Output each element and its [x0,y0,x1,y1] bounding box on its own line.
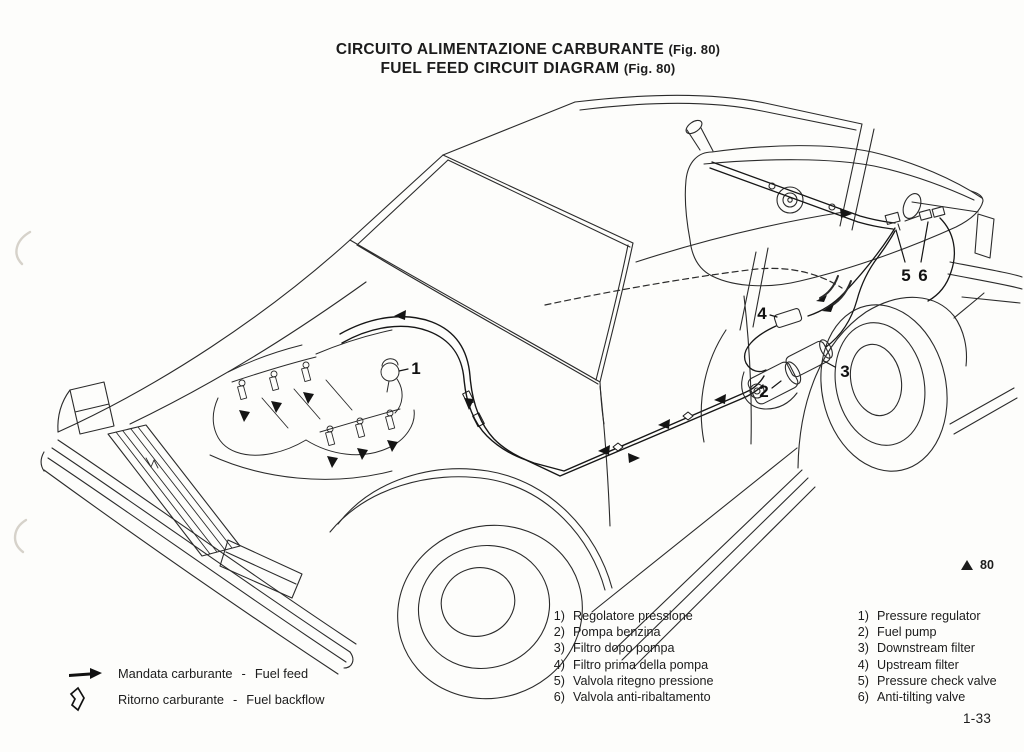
legend-row: 5)Valvola ritegno pressione [553,673,714,688]
legend-row: 6)Anti-tilting valve [857,690,966,705]
legend-row: 4)Filtro prima della pompa [553,657,709,672]
fuel-tank [684,119,984,331]
pressure-check-valve [884,211,901,225]
component-legend-italian: 1)Regolatore pressione 2)Pompa benzina 3… [548,608,798,705]
legend-row: 2)Fuel pump [857,625,937,640]
hidden-line-dashed [544,267,843,306]
fuel-lines [339,310,765,477]
callout-1: 1 [411,359,420,378]
legend-row: 1)Regolatore pressione [553,609,693,624]
fuel-pump [747,361,799,405]
trident-emblem [145,457,159,469]
page-title: CIRCUITO ALIMENTAZIONE CARBURANTE (Fig. … [128,40,928,78]
fuel-return-line [341,325,764,477]
flow-direction-arrows [394,310,726,463]
legend-row: 1)Pressure regulator [857,609,981,624]
left-lamp-recess [69,381,115,435]
fuel-pump-assembly [700,230,896,443]
legend-row: 3)Filtro dopo pompa [553,641,675,656]
callout-5-leader [895,229,906,263]
flow-legend-feed-row: Mandata carburante-Fuel feed [68,662,325,684]
callout-2: 2 [759,382,768,401]
callout-4-leader [769,314,778,318]
fuel-backflow-arrow-icon [69,686,85,712]
flow-legend: Mandata carburante-Fuel feed Ritorno car… [68,662,325,712]
filler-neck [686,127,714,152]
page-number: 1-33 [963,711,992,726]
title-english: FUEL FEED CIRCUIT DIAGRAM (Fig. 80) [380,60,676,77]
pressure-regulator [380,358,403,414]
fuel-injectors [237,361,398,468]
fuel-feed-arrow-icon [69,667,102,679]
flow-legend-backflow-row: Ritorno carburante-Fuel backflow [68,686,325,712]
title-italian: CIRCUITO ALIMENTAZIONE CARBURANTE (Fig. … [335,41,721,58]
callout-5: 5 [901,266,910,285]
fuel-rail-right-bank [319,408,401,433]
fuel-rail-left-bank [231,356,317,383]
callout-6: 6 [918,266,927,285]
line-clips [612,411,694,452]
rear-valves [807,193,955,317]
callout-1-leader [398,368,409,372]
legend-row: 3)Downstream filter [857,641,975,656]
binder-marks [13,230,32,554]
component-legend-english: 1)Pressure regulator 2)Fuel pump 3)Downs… [852,608,1022,705]
figure-number: 80 [980,558,994,572]
callout-3: 3 [840,362,849,381]
upstream-filter [773,308,803,328]
legend-row: 2)Pompa benzina [553,625,661,640]
front-grille [107,424,241,557]
callouts: 1 2 3 4 5 6 [398,221,929,401]
callout-4: 4 [757,304,767,323]
triangle-icon [961,560,973,570]
figure-reference: 80 [961,558,994,572]
tank-straps [739,247,769,331]
callout-2-leader [771,380,782,389]
legend-row: 6)Valvola anti-ribaltamento [553,690,711,705]
car-body-outline [40,94,1023,700]
fuel-feed-line [339,316,765,472]
callout-3-leader [823,360,836,368]
callout-6-leader [920,221,929,263]
legend-row: 5)Pressure check valve [857,673,997,688]
downstream-filter [785,340,831,378]
filler-door-oval [902,193,922,219]
legend-row: 4)Upstream filter [857,657,959,672]
right-lamp-recess [219,539,303,599]
engine-assembly [209,329,415,480]
anti-tilting-valve [918,209,933,221]
